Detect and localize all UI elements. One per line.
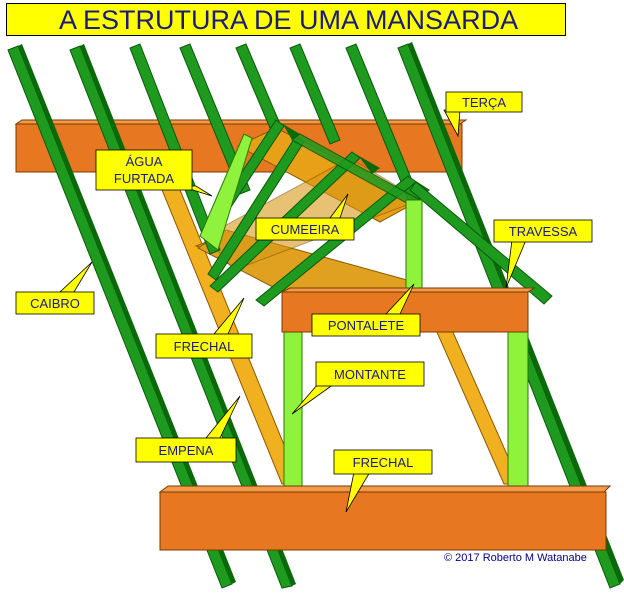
svg-text:TRAVESSA: TRAVESSA	[509, 224, 578, 239]
svg-text:CAIBRO: CAIBRO	[30, 296, 80, 311]
label-pontalete: PONTALETE	[311, 283, 421, 337]
svg-text:FURTADA: FURTADA	[114, 171, 175, 186]
label-terca: TERÇA	[443, 91, 523, 138]
dormer-rafters	[203, 119, 553, 307]
page-title: A ESTRUTURA DE UMA MANSARDA	[6, 3, 566, 36]
label-montante: MONTANTE	[291, 361, 425, 415]
svg-text:CUMEEIRA: CUMEEIRA	[271, 222, 340, 237]
label-travessa: TRAVESSA	[493, 219, 593, 289]
svg-text:PONTALETE: PONTALETE	[328, 318, 405, 333]
label-agua-furtada: ÁGUA FURTADA	[95, 149, 213, 197]
svg-text:EMPENA: EMPENA	[159, 443, 214, 458]
svg-text:FRECHAL: FRECHAL	[174, 339, 235, 354]
copyright-credit: © 2017 Roberto M Watanabe	[444, 552, 587, 564]
svg-text:MONTANTE: MONTANTE	[334, 367, 406, 382]
label-empena: EMPENA	[135, 395, 241, 463]
svg-text:ÁGUA: ÁGUA	[126, 154, 163, 169]
svg-text:FRECHAL: FRECHAL	[353, 455, 414, 470]
label-caibro: CAIBRO	[15, 261, 95, 315]
label-frechal-upper: FRECHAL	[155, 297, 253, 359]
frechal-lower-beam	[158, 485, 612, 551]
label-cumeeira: CUMEEIRA	[255, 193, 355, 241]
label-frechal-lower: FRECHAL	[333, 449, 433, 513]
svg-text:TERÇA: TERÇA	[462, 95, 506, 110]
